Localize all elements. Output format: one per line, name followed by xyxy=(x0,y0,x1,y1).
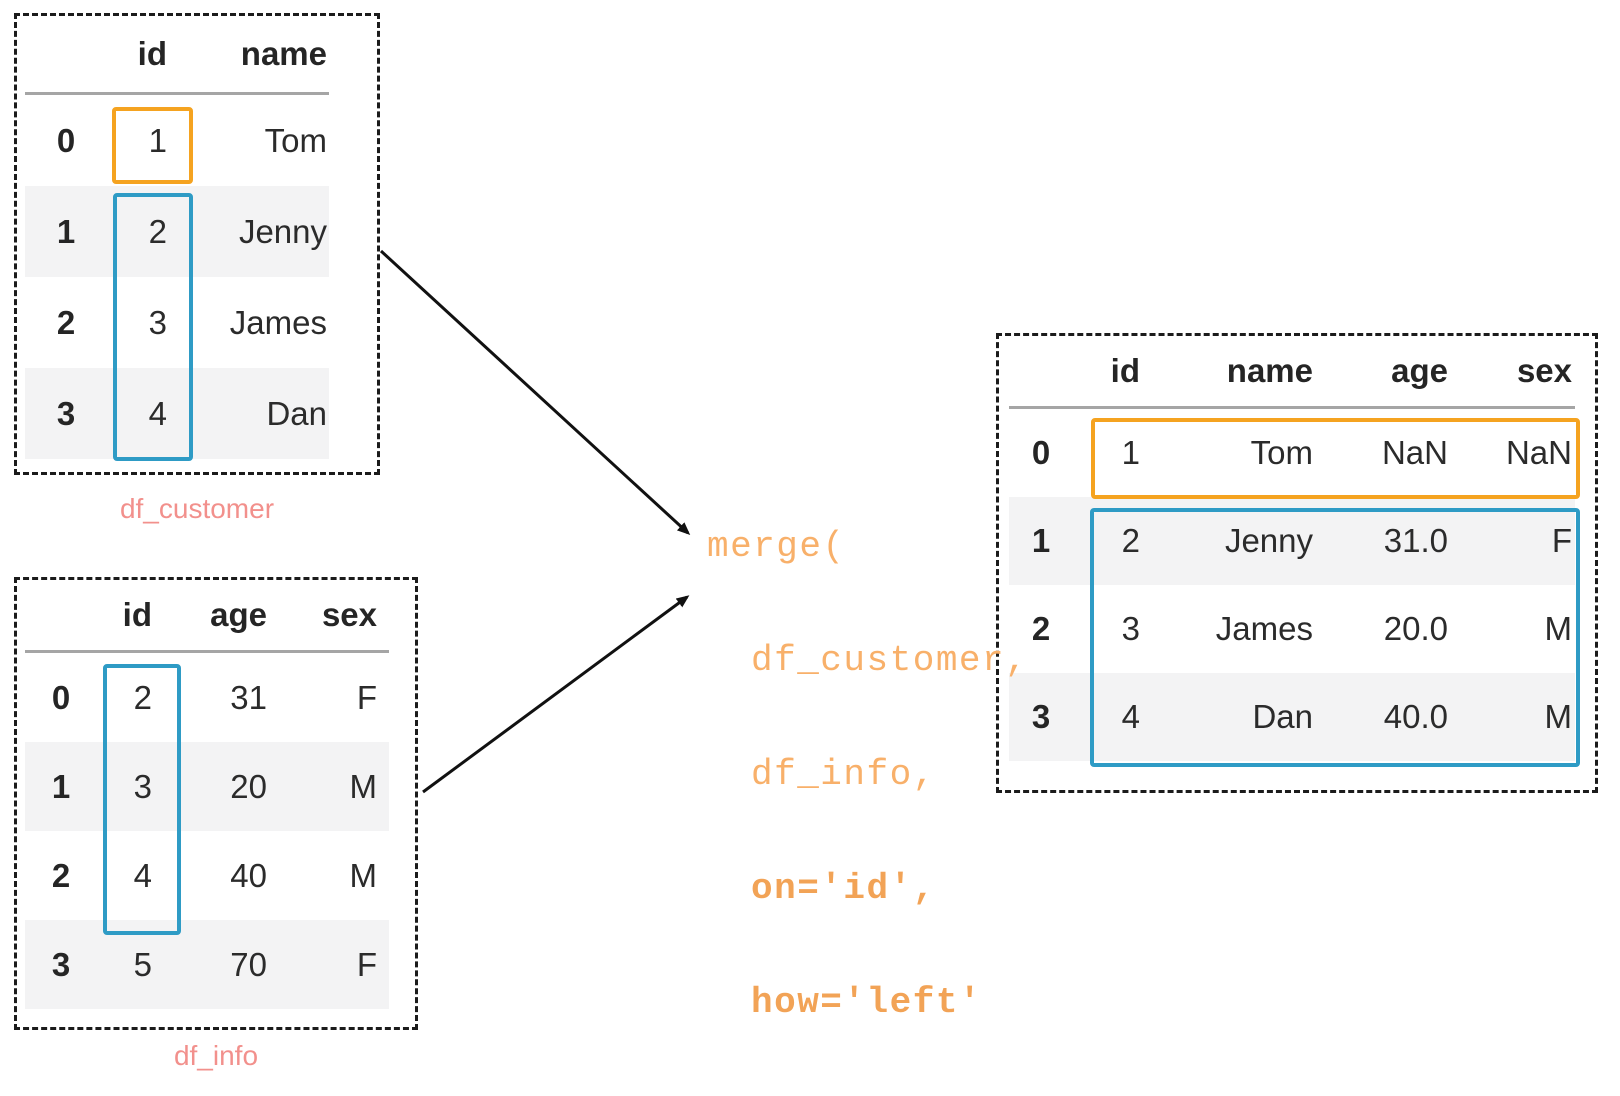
cell-id: 1 xyxy=(1121,434,1140,471)
cell-sex: NaN xyxy=(1505,434,1572,471)
df-customer-panel: id name 0 1 Tom 1 2 Jenny 2 3 Ja xyxy=(14,13,380,475)
index-header xyxy=(25,580,97,653)
cell-age: 20.0 xyxy=(1383,610,1448,647)
header-row: id name age sex xyxy=(1009,336,1575,409)
cell-id: 4 xyxy=(107,368,179,459)
row-index: 1 xyxy=(25,186,107,277)
cell-sex: M xyxy=(1450,673,1575,761)
highlight-blue-df-customer-ids xyxy=(113,193,193,461)
row-index: 3 xyxy=(25,368,107,459)
merge-code: merge( df_customer, df_info, on='id', ho… xyxy=(707,452,1028,1096)
cell-id: 4 xyxy=(1073,673,1145,761)
cell-id: 1 xyxy=(148,121,167,159)
cell-age: NaN xyxy=(1381,434,1448,471)
header-row: id name xyxy=(25,16,329,95)
column-header-age: age xyxy=(1315,336,1450,409)
cell-name: Dan xyxy=(179,368,329,459)
highlight-blue-result-rows xyxy=(1090,508,1580,767)
row-index: 1 xyxy=(1009,497,1073,585)
table-row: 0 2 31 F xyxy=(25,652,389,743)
row-index: 2 xyxy=(1031,610,1051,647)
code-line: df_customer, xyxy=(751,640,1029,681)
cell-age: 70 xyxy=(169,920,274,1009)
cell-sex: M xyxy=(1544,610,1573,647)
df-info-panel: id age sex 0 2 31 F 1 3 20 M xyxy=(14,577,418,1030)
code-line-how-left: how='left' xyxy=(751,982,983,1023)
column-header-sex: sex xyxy=(274,580,389,653)
cell-age: 20 xyxy=(169,742,274,831)
code-line: merge( xyxy=(707,526,846,567)
df-customer-table: id name 0 1 Tom 1 2 Jenny 2 3 Ja xyxy=(25,16,329,459)
highlight-orange-df-customer-id1 xyxy=(112,107,193,184)
row-index: 0 xyxy=(51,678,71,716)
column-header-id: id xyxy=(1073,336,1145,409)
df-info-table: id age sex 0 2 31 F 1 3 20 M xyxy=(25,580,389,1009)
cell-name: James xyxy=(229,303,327,341)
row-index: 0 xyxy=(56,121,76,159)
column-header-name: name xyxy=(179,16,329,95)
column-header-id: id xyxy=(97,580,169,653)
cell-sex: F xyxy=(356,678,377,716)
cell-sex: F xyxy=(274,920,389,1009)
cell-id: 3 xyxy=(148,303,167,341)
column-header-sex: sex xyxy=(1450,336,1575,409)
row-index: 3 xyxy=(25,920,97,1009)
table-row: 3 4 Dan 40.0 M xyxy=(1009,673,1575,761)
cell-age: 40 xyxy=(230,856,267,894)
row-index: 3 xyxy=(1009,673,1073,761)
table-row: 2 3 James 20.0 M xyxy=(1009,585,1575,673)
header-row: id age sex xyxy=(25,580,389,653)
cell-sex: M xyxy=(349,856,378,894)
table-row: 3 4 Dan xyxy=(25,368,329,459)
cell-age: 31 xyxy=(230,678,267,716)
cell-id: 3 xyxy=(97,742,169,831)
arrow-df-info-to-merge xyxy=(422,595,690,794)
row-index: 1 xyxy=(25,742,97,831)
table-row: 0 1 Tom xyxy=(25,94,329,187)
column-header-id: id xyxy=(107,16,179,95)
table-row: 0 1 Tom NaN NaN xyxy=(1009,408,1575,498)
arrow-df-customer-to-merge xyxy=(379,249,691,536)
cell-id: 3 xyxy=(1121,610,1140,647)
row-index: 2 xyxy=(56,303,76,341)
table-row: 2 4 40 M xyxy=(25,831,389,920)
cell-name: Tom xyxy=(264,121,327,159)
cell-name: Jenny xyxy=(179,186,329,277)
table-row: 1 2 Jenny xyxy=(25,186,329,277)
column-header-name: name xyxy=(1145,336,1315,409)
cell-id: 2 xyxy=(133,678,152,716)
table-row: 1 3 20 M xyxy=(25,742,389,831)
cell-sex: M xyxy=(274,742,389,831)
code-line-on-id: on='id', xyxy=(751,868,936,909)
index-header xyxy=(1009,336,1073,409)
column-header-age: age xyxy=(169,580,274,653)
highlight-blue-df-info-ids xyxy=(103,664,181,935)
code-line: df_info, xyxy=(751,754,936,795)
df-info-label: df_info xyxy=(173,1040,259,1071)
cell-name: Tom xyxy=(1250,434,1313,471)
cell-id: 4 xyxy=(133,856,152,894)
cell-name: James xyxy=(1215,610,1313,647)
cell-age: 40.0 xyxy=(1315,673,1450,761)
index-header xyxy=(25,16,107,95)
table-row: 2 3 James xyxy=(25,277,329,368)
row-index: 0 xyxy=(1031,434,1051,471)
cell-id: 2 xyxy=(107,186,179,277)
cell-name: Dan xyxy=(1145,673,1315,761)
table-row: 3 5 70 F xyxy=(25,920,389,1009)
df-customer-label: df_customer xyxy=(119,493,275,524)
row-index: 2 xyxy=(51,856,71,894)
highlight-orange-result-row0 xyxy=(1091,418,1580,499)
